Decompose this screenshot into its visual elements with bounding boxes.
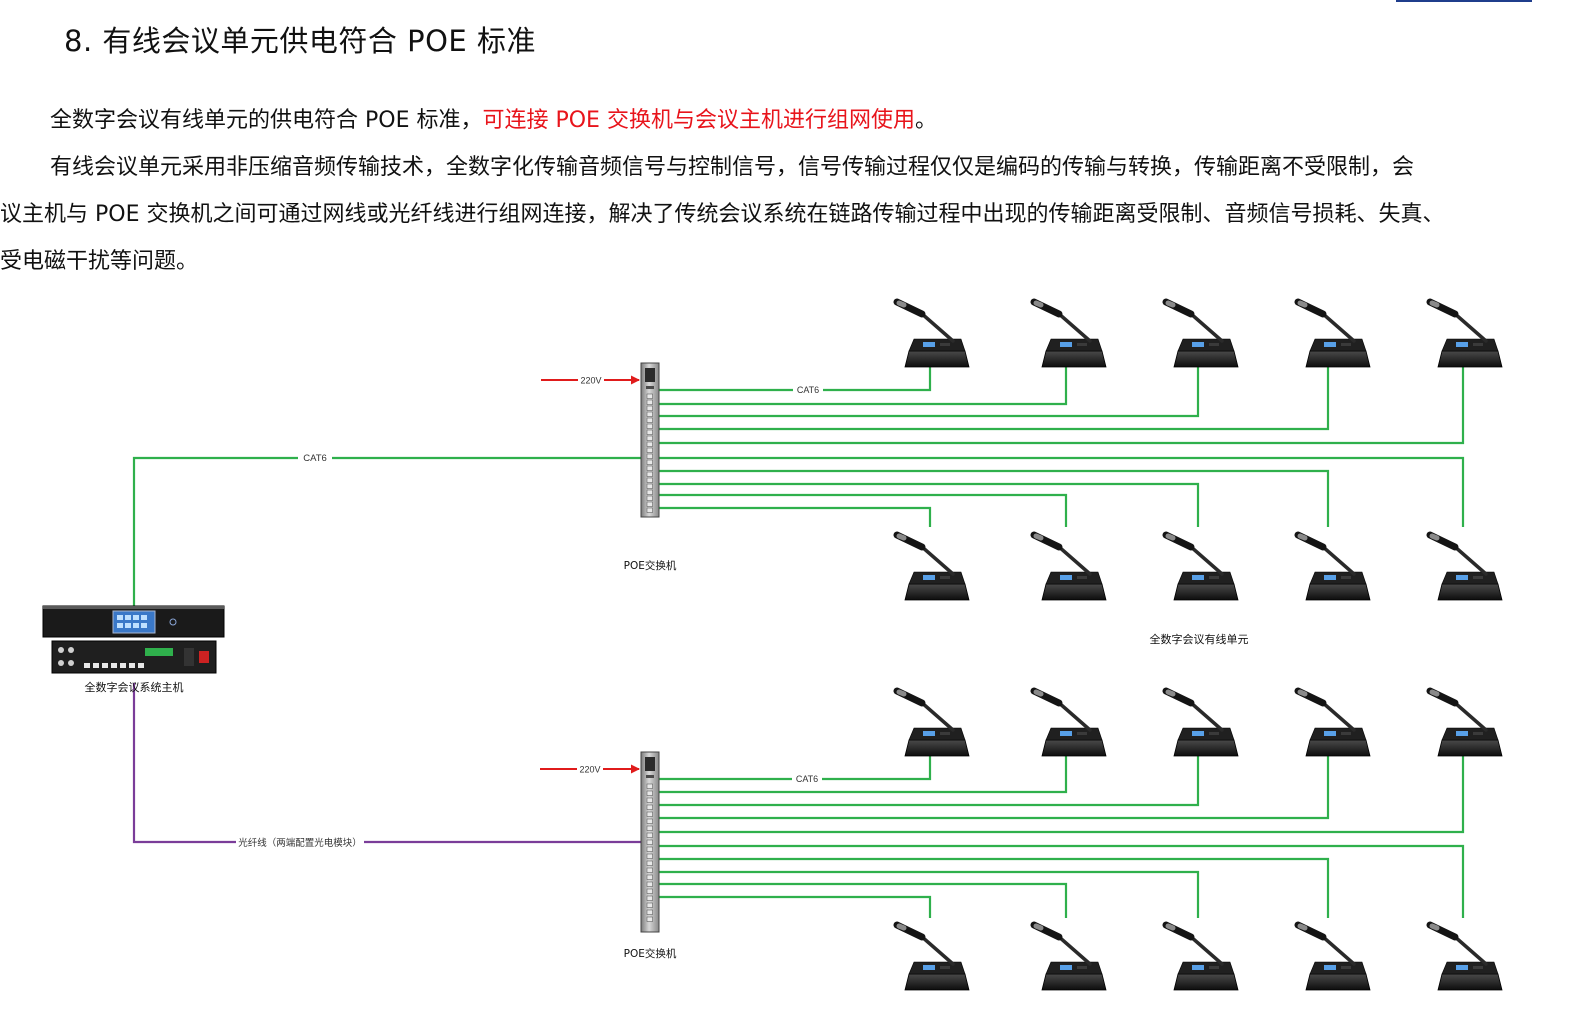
conference-unit xyxy=(1166,691,1238,756)
power-input-top: 220V xyxy=(541,374,640,386)
conference-host xyxy=(42,605,225,674)
cable-label-bg xyxy=(298,451,332,464)
conference-unit xyxy=(1034,302,1106,367)
power-input-bottom: 220V xyxy=(540,763,640,775)
poe-switch-bottom-label: POE交换机 xyxy=(624,947,677,960)
fiber-cable xyxy=(132,683,641,844)
poe-switch-top xyxy=(640,362,660,518)
conference-unit xyxy=(897,302,969,367)
conference-unit xyxy=(897,925,969,990)
conference-unit xyxy=(1430,302,1502,367)
conference-unit xyxy=(1034,925,1106,990)
paragraph-2-line-1: 有线会议单元采用非压缩音频传输技术，全数字化传输音频信号与控制信号，信号传输过程… xyxy=(50,155,1415,180)
conference-unit xyxy=(897,691,969,756)
cable-label-bg xyxy=(792,773,822,785)
conference-unit xyxy=(1166,302,1238,367)
paragraph-1-highlight: 可连接 POE 交换机与会议主机进行组网使用 xyxy=(482,108,915,133)
poe-switch-bottom xyxy=(640,751,660,933)
conference-unit xyxy=(897,535,969,600)
paragraph-poe-standard: 全数字会议有线单元的供电符合 POE 标准，可连接 POE 交换机与会议主机进行… xyxy=(50,97,937,144)
unit-group-bottom xyxy=(897,691,1502,990)
conference-unit xyxy=(1298,535,1370,600)
power-label-bottom: 220V xyxy=(579,765,600,775)
host-label: 全数字会议系统主机 xyxy=(85,680,184,694)
conference-unit xyxy=(1298,302,1370,367)
header-rule xyxy=(1396,0,1532,2)
cable-label-bg xyxy=(236,836,364,849)
paragraph-2-line-3: 受电磁干扰等问题。 xyxy=(0,249,199,274)
top-switch-cables xyxy=(659,364,1465,527)
conference-unit xyxy=(1430,535,1502,600)
paragraph-2-line-2: 议主机与 POE 交换机之间可通过网线或光纤线进行组网连接，解决了传统会议系统在… xyxy=(0,202,1445,227)
conference-unit xyxy=(1034,535,1106,600)
bottom-switch-cables xyxy=(659,754,1465,918)
section-heading: 8. 有线会议单元供电符合 POE 标准 xyxy=(64,24,536,58)
conference-unit xyxy=(1034,691,1106,756)
cable-label-bg xyxy=(793,384,823,396)
host-to-switch-cable-label: CAT6 xyxy=(303,453,327,464)
power-label-top: 220V xyxy=(580,376,601,386)
conference-unit xyxy=(1430,925,1502,990)
bottom-switch-cable-label: CAT6 xyxy=(796,774,818,784)
top-switch-cable-label: CAT6 xyxy=(797,385,819,395)
paragraph-1-end: 。 xyxy=(914,108,937,133)
conference-unit xyxy=(1298,691,1370,756)
conference-unit xyxy=(1298,925,1370,990)
poe-switch-top-label: POE交换机 xyxy=(624,559,677,572)
unit-group-top xyxy=(897,302,1502,600)
paragraph-transmission: 有线会议单元采用非压缩音频传输技术，全数字化传输音频信号与控制信号，信号传输过程… xyxy=(0,144,1570,285)
conference-unit xyxy=(1166,925,1238,990)
conference-unit xyxy=(1166,535,1238,600)
fiber-cable-label: 光纤线（两端配置光电模块） xyxy=(238,837,362,849)
paragraph-1-text: 全数字会议有线单元的供电符合 POE 标准， xyxy=(50,108,483,133)
conference-unit xyxy=(1430,691,1502,756)
units-label: 全数字会议有线单元 xyxy=(1150,632,1249,646)
host-to-switch-cable xyxy=(132,456,641,607)
